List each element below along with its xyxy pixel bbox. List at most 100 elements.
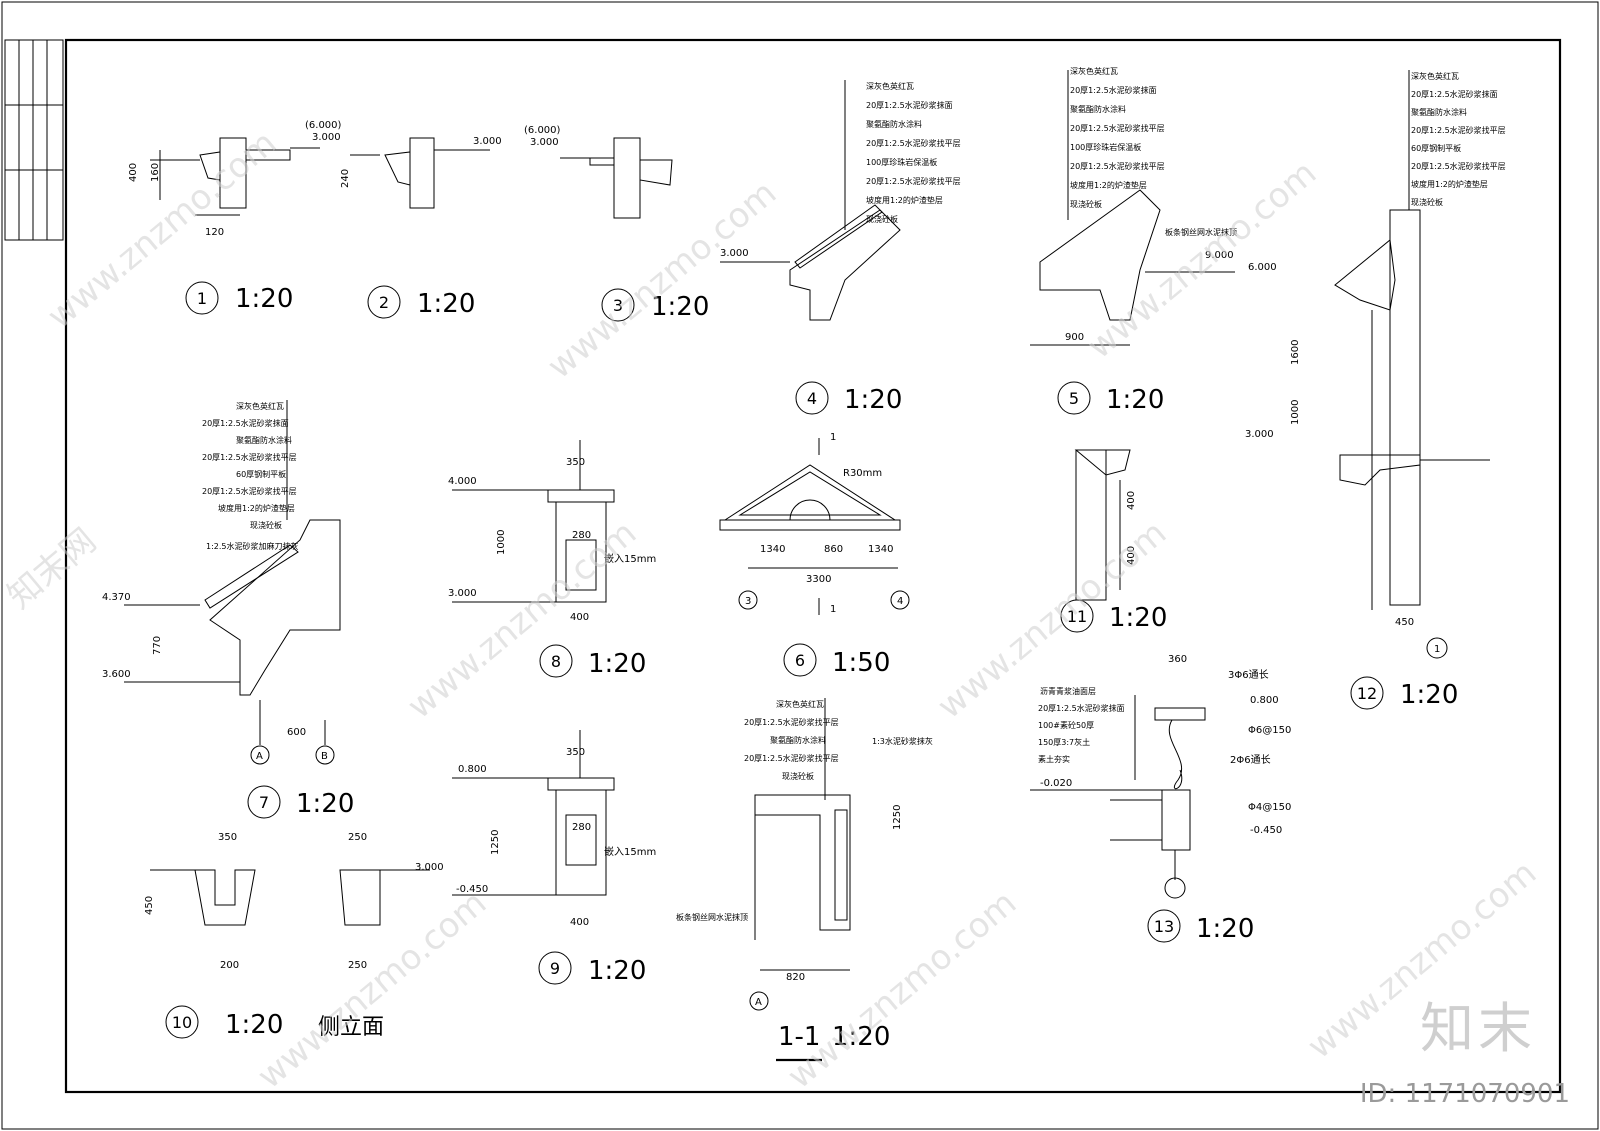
elev-6000: (6.000) [305,120,342,131]
elev-9000: 9.000 [1205,250,1234,261]
dim-900: 900 [1065,332,1084,343]
detail-1-marker [185,281,219,315]
svg-text:150厚3:7灰土: 150厚3:7灰土 [1038,737,1090,747]
svg-text:知末网: 知末网 [0,521,104,617]
svg-text:20厚1:2.5水泥砂浆抹面: 20厚1:2.5水泥砂浆抹面 [1411,89,1498,99]
detail-13-marker [1147,909,1181,943]
detail-7-number: 7 [259,793,269,812]
axis-a-marker-s [749,991,769,1011]
svg-text:20厚1:2.5水泥砂浆找平层: 20厚1:2.5水泥砂浆找平层 [1070,161,1165,171]
dim-1000: 1000 [1290,400,1301,425]
axis-a-marker [250,745,270,765]
side-elevation-label: 侧立面 [318,1015,384,1040]
detail-9-drawing [452,730,615,896]
dim-1250-s: 1250 [892,805,903,830]
svg-text:20厚1:2.5水泥砂浆找平层: 20厚1:2.5水泥砂浆找平层 [744,753,839,763]
svg-text:深灰色英红瓦: 深灰色英红瓦 [236,401,284,411]
svg-text:坡度用1:2的炉渣垫层: 坡度用1:2的炉渣垫层 [866,195,943,205]
detail-3-drawing [560,137,673,219]
dim-360: 360 [1168,654,1187,665]
svg-text:20厚1:2.5水泥砂浆找平层: 20厚1:2.5水泥砂浆找平层 [202,452,297,462]
detail-8-number: 8 [551,652,561,671]
brand-logo: 知末 [1420,997,1536,1060]
svg-text:板条钢丝网水泥抹顶: 板条钢丝网水泥抹顶 [676,912,748,922]
section-1-1-notes: 深灰色英红瓦 20厚1:2.5水泥砂浆找平层 聚氨酯防水涂料 20厚1:2.5水… [676,699,933,922]
dim-120: 120 [205,227,224,238]
elev-m0450-d13: -0.450 [1250,825,1282,836]
axis-b: B [321,751,328,762]
axis-1-marker-d12 [1426,637,1448,659]
axis-a-s: A [755,997,762,1008]
svg-text:现浇砼板: 现浇砼板 [866,214,898,224]
dim-1340-b: 1340 [868,544,893,555]
svg-text:20厚1:2.5水泥砂浆抹面: 20厚1:2.5水泥砂浆抹面 [1038,703,1125,713]
dim-1600: 1600 [1290,340,1301,365]
section-1-1-number: 1-1 [778,1022,820,1052]
rebar-phi6-150: Φ6@150 [1248,725,1291,736]
detail-6-number: 6 [795,651,805,670]
svg-text:www.znzmo.com: www.znzmo.com [780,883,1024,1097]
embed-note-d8: 嵌入15mm [604,553,656,565]
elev-3000-d4: 3.000 [720,248,749,259]
detail-9-number: 9 [550,959,560,978]
svg-text:深灰色英红瓦: 深灰色英红瓦 [1070,66,1118,76]
detail-7-marker [247,785,281,819]
svg-text:20厚1:2.5水泥砂浆找平层: 20厚1:2.5水泥砂浆找平层 [1411,125,1506,135]
detail-5-notes: 深灰色英红瓦 20厚1:2.5水泥砂浆抹面 聚氨酯防水涂料 20厚1:2.5水泥… [1070,66,1237,237]
elev-3000-d12: 3.000 [1245,429,1274,440]
elev-0800-d13: 0.800 [1250,695,1279,706]
svg-text:聚氨酯防水涂料: 聚氨酯防水涂料 [770,735,826,745]
svg-text:20厚1:2.5水泥砂浆找平层: 20厚1:2.5水泥砂浆找平层 [1411,161,1506,171]
detail-1-drawing [150,137,320,216]
elev-3000: 3.000 [312,132,341,143]
dim-240: 240 [340,169,351,188]
elev-3000-d8: 3.000 [448,588,477,599]
detail-5-number: 5 [1069,389,1079,408]
dim-3300: 3300 [806,574,831,585]
detail-12-marker [1350,676,1384,710]
svg-text:60厚钢制平板: 60厚钢制平板 [1411,143,1461,153]
svg-text:沥青青浆油面层: 沥青青浆油面层 [1040,686,1096,696]
svg-text:100厚珍珠岩保温板: 100厚珍珠岩保温板 [866,157,937,167]
watermarks: www.znzmo.com www.znzmo.com www.znzmo.co… [0,123,1544,1097]
svg-text:20厚1:2.5水泥砂浆找平层: 20厚1:2.5水泥砂浆找平层 [866,176,961,186]
dim-280-d9: 280 [572,822,591,833]
dim-350-d9: 350 [566,747,585,758]
elev-4000: 4.000 [448,476,477,487]
dim-400: 400 [128,163,139,182]
drawing-frame [64,38,1562,1094]
detail-13-number: 13 [1154,917,1174,936]
section-1-1-drawing [754,698,851,971]
detail-10-number: 10 [172,1013,192,1032]
axis-3: 3 [745,596,751,607]
dim-1000-d8: 1000 [496,530,507,555]
svg-text:深灰色英红瓦: 深灰色英红瓦 [776,699,824,709]
dim-820: 820 [786,972,805,983]
detail-5-drawing [1030,70,1235,346]
svg-text:深灰色英红瓦: 深灰色英红瓦 [1411,71,1459,81]
detail-6-scale: 1:50 [832,648,890,678]
elev-6000-d5: 6.000 [1248,262,1277,273]
detail-5-scale: 1:20 [1106,385,1164,415]
svg-text:现浇砼板: 现浇砼板 [250,520,282,530]
elev-0800: 0.800 [458,764,487,775]
detail-3-marker [601,288,635,322]
axis-1-d12: 1 [1434,644,1440,655]
detail-1-number: 1 [197,289,207,308]
detail-11-marker [1060,599,1094,633]
svg-text:坡度用1:2的炉渣垫层: 坡度用1:2的炉渣垫层 [218,503,295,513]
rebar-3phi6: 3Φ6通长 [1228,669,1269,681]
elev-3000-d3: 3.000 [530,137,559,148]
dim-160: 160 [150,163,161,182]
dim-200-d10: 200 [220,960,239,971]
svg-text:1:2.5水泥砂浆加麻刀抹灰: 1:2.5水泥砂浆加麻刀抹灰 [206,541,299,551]
cut-1-top: 1 [830,432,836,443]
svg-text:聚氨酯防水涂料: 聚氨酯防水涂料 [1411,107,1467,117]
embed-note-d9: 嵌入15mm [604,846,656,858]
svg-text:深灰色英红瓦: 深灰色英红瓦 [866,81,914,91]
detail-4-marker [795,381,829,415]
detail-8-scale: 1:20 [588,649,646,679]
dim-450-d10: 450 [144,896,155,915]
detail-6-drawing [719,438,901,615]
dim-400-d8: 400 [570,612,589,623]
